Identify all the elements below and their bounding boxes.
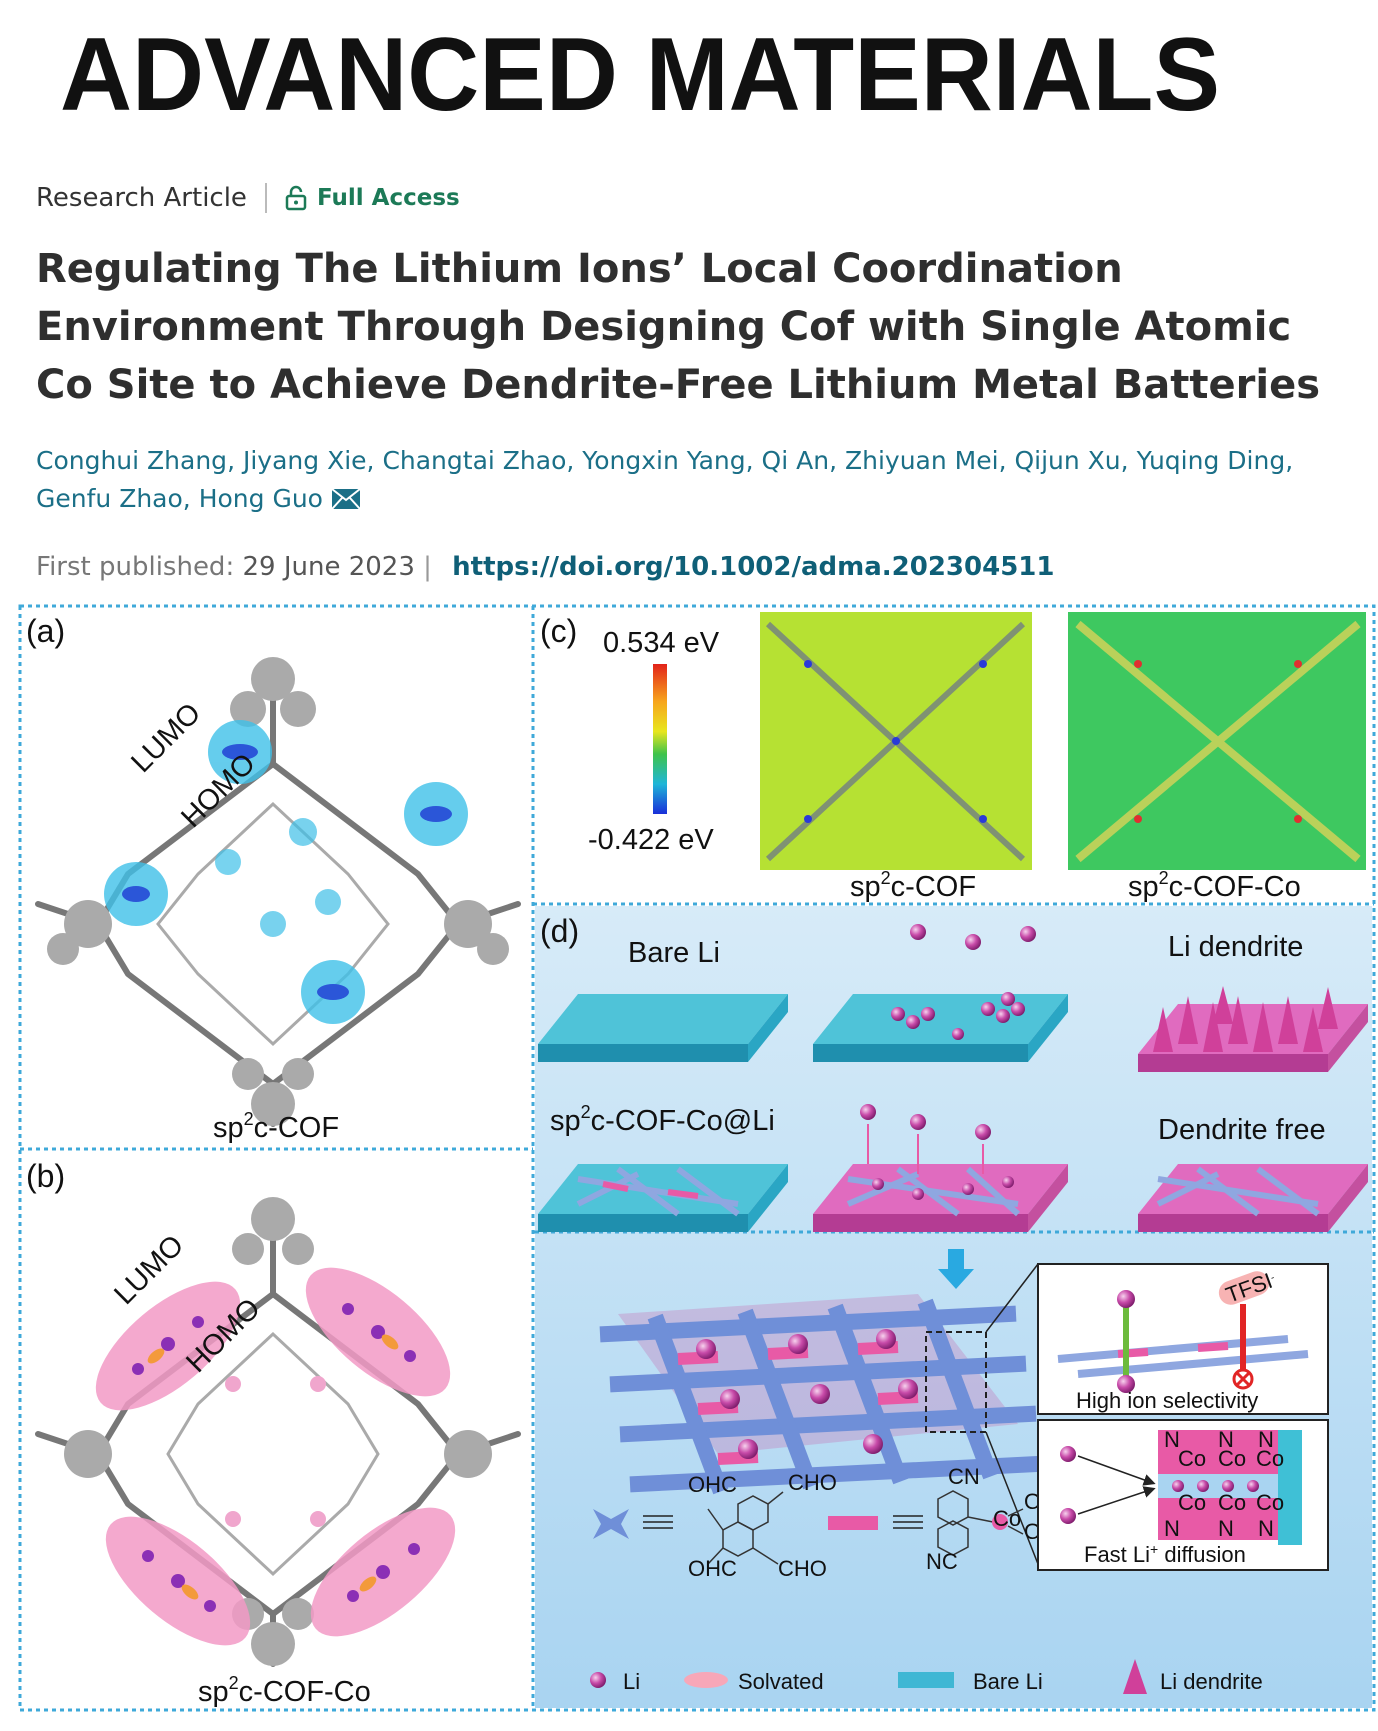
dendrite-free-title: Dendrite free xyxy=(1158,1114,1326,1146)
n-label: N xyxy=(1218,1516,1234,1541)
article-meta-row: Research Article Full Access xyxy=(36,183,460,213)
co-center-label: Co xyxy=(993,1506,1021,1531)
coated-deposit-slab xyxy=(813,1104,1068,1232)
cho-label-bottom: CHO xyxy=(778,1556,827,1581)
legend-li-dendrite: Li dendrite xyxy=(1160,1669,1263,1694)
publication-info: First published: 29 June 2023 | https://… xyxy=(36,552,1055,582)
author-link[interactable]: Zhiyuan Mei xyxy=(844,446,999,475)
panel-a-caption: sp2c-COF xyxy=(213,1109,339,1144)
co-label: Co xyxy=(1256,1490,1284,1515)
nc-label: NC xyxy=(926,1549,958,1574)
bare-li-legend-icon xyxy=(898,1672,954,1688)
ohc-label-top: OHC xyxy=(688,1472,737,1497)
esp-caption-cof: sp2c-COF xyxy=(850,868,976,903)
cho-label-top: CHO xyxy=(788,1470,837,1495)
li-dendrite-title: Li dendrite xyxy=(1168,931,1303,963)
article-title: Regulating The Lithium Ions’ Local Coord… xyxy=(36,246,1321,408)
legend-bare-li: Bare Li xyxy=(973,1669,1043,1694)
graphical-abstract-figure: (a) LUMO HOMO sp2c-COF xyxy=(18,604,1376,1712)
legend-solvated: Solvated xyxy=(738,1669,824,1694)
li-legend-icon xyxy=(590,1672,606,1688)
author-link[interactable]: Qi An xyxy=(761,446,830,475)
meta-divider xyxy=(264,183,267,213)
bare-li-title: Bare Li xyxy=(628,937,720,969)
dendrite-slab xyxy=(1138,986,1368,1072)
journal-name: ADVANCED MATERIALS xyxy=(60,18,1220,128)
fast-diffusion-caption: Fast Li+ diffusion xyxy=(1084,1541,1246,1567)
coated-li-title: sp2c-COF-Co@Li xyxy=(550,1102,775,1137)
journal-masthead: ADVANCED MATERIALS xyxy=(60,18,1220,128)
unlock-icon xyxy=(285,185,307,211)
panel-c-label: (c) xyxy=(540,613,577,649)
author-link[interactable]: Jiyang Xie xyxy=(242,446,367,475)
down-arrow-icon xyxy=(938,1249,974,1289)
email-icon[interactable] xyxy=(331,488,361,510)
doi-link[interactable]: https://doi.org/10.1002/adma.202304511 xyxy=(452,552,1055,582)
author-link[interactable]: Hong Guo xyxy=(198,484,323,513)
colorbar-max: 0.534 eV xyxy=(603,627,720,659)
author-link[interactable]: Conghui Zhang xyxy=(36,446,228,475)
author-list: Conghui Zhang, Jiyang Xie, Changtai Zhao… xyxy=(36,446,1294,513)
n-label: N xyxy=(1164,1516,1180,1541)
legend-li: Li xyxy=(623,1669,640,1694)
solvated-legend-icon xyxy=(684,1672,728,1688)
colorbar-min: -0.422 eV xyxy=(588,824,714,856)
bare-li-slab xyxy=(538,994,788,1062)
panel-a-label: (a) xyxy=(26,613,65,649)
author-link[interactable]: Yuqing Ding xyxy=(1136,446,1286,475)
lumo-label-a: LUMO xyxy=(125,697,207,779)
co-label: Co xyxy=(1178,1446,1206,1471)
co-label: Co xyxy=(1256,1446,1284,1471)
article-type: Research Article xyxy=(36,183,247,213)
n-label: N xyxy=(1218,1427,1234,1452)
co-label: Co xyxy=(1218,1446,1246,1471)
panel-b-caption: sp2c-COF-Co xyxy=(198,1673,371,1708)
esp-caption-cof-co: sp2c-COF-Co xyxy=(1128,868,1301,903)
colorbar xyxy=(653,664,667,814)
inset-ion-selectivity: TFSI- High ion selectivity xyxy=(1037,1263,1329,1415)
li-deposit-slab xyxy=(813,924,1068,1062)
author-link[interactable]: Yongxin Yang xyxy=(582,446,746,475)
dendrite-free-slab xyxy=(1138,1164,1368,1232)
n-label: N xyxy=(1258,1427,1274,1452)
published-label: First published: xyxy=(36,552,235,582)
figure-legend: Li Solvated Bare Li Li dendrite xyxy=(590,1659,1263,1694)
cn-label: CN xyxy=(948,1464,980,1489)
co-label: Co xyxy=(1178,1490,1206,1515)
published-date: 29 June 2023 xyxy=(242,552,415,582)
cof-lattice xyxy=(599,1263,1047,1565)
access-badge[interactable]: Full Access xyxy=(285,185,460,211)
n-label: N xyxy=(1164,1427,1180,1452)
ohc-label-bottom: OHC xyxy=(688,1556,737,1581)
panel-c: (c) 0.534 eV -0.422 eV sp2c-COF sp2c-COF… xyxy=(540,612,1366,903)
n-label: N xyxy=(1258,1516,1274,1541)
panel-a: (a) LUMO HOMO sp2c-COF xyxy=(26,613,521,1144)
high-selectivity-caption: High ion selectivity xyxy=(1076,1388,1258,1413)
panel-d: (d) Bare Li Li dendrite sp2c-COF-Co@Li D… xyxy=(535,906,1374,1708)
panel-d-label: (d) xyxy=(540,913,579,949)
coated-li-slab xyxy=(538,1164,788,1232)
dendrite-legend-icon xyxy=(1123,1659,1147,1694)
access-label: Full Access xyxy=(316,185,460,211)
author-link[interactable]: Genfu Zhao xyxy=(36,484,183,513)
author-link[interactable]: Changtai Zhao xyxy=(382,446,567,475)
co-label: Co xyxy=(1218,1490,1246,1515)
panel-b: (b) xyxy=(26,1158,521,1708)
inset-fast-diffusion: N N N Co Co Co Co Co Co N N N Fast Li+ d… xyxy=(1037,1419,1329,1571)
author-link[interactable]: Qijun Xu xyxy=(1014,446,1121,475)
panel-b-label: (b) xyxy=(26,1158,65,1194)
